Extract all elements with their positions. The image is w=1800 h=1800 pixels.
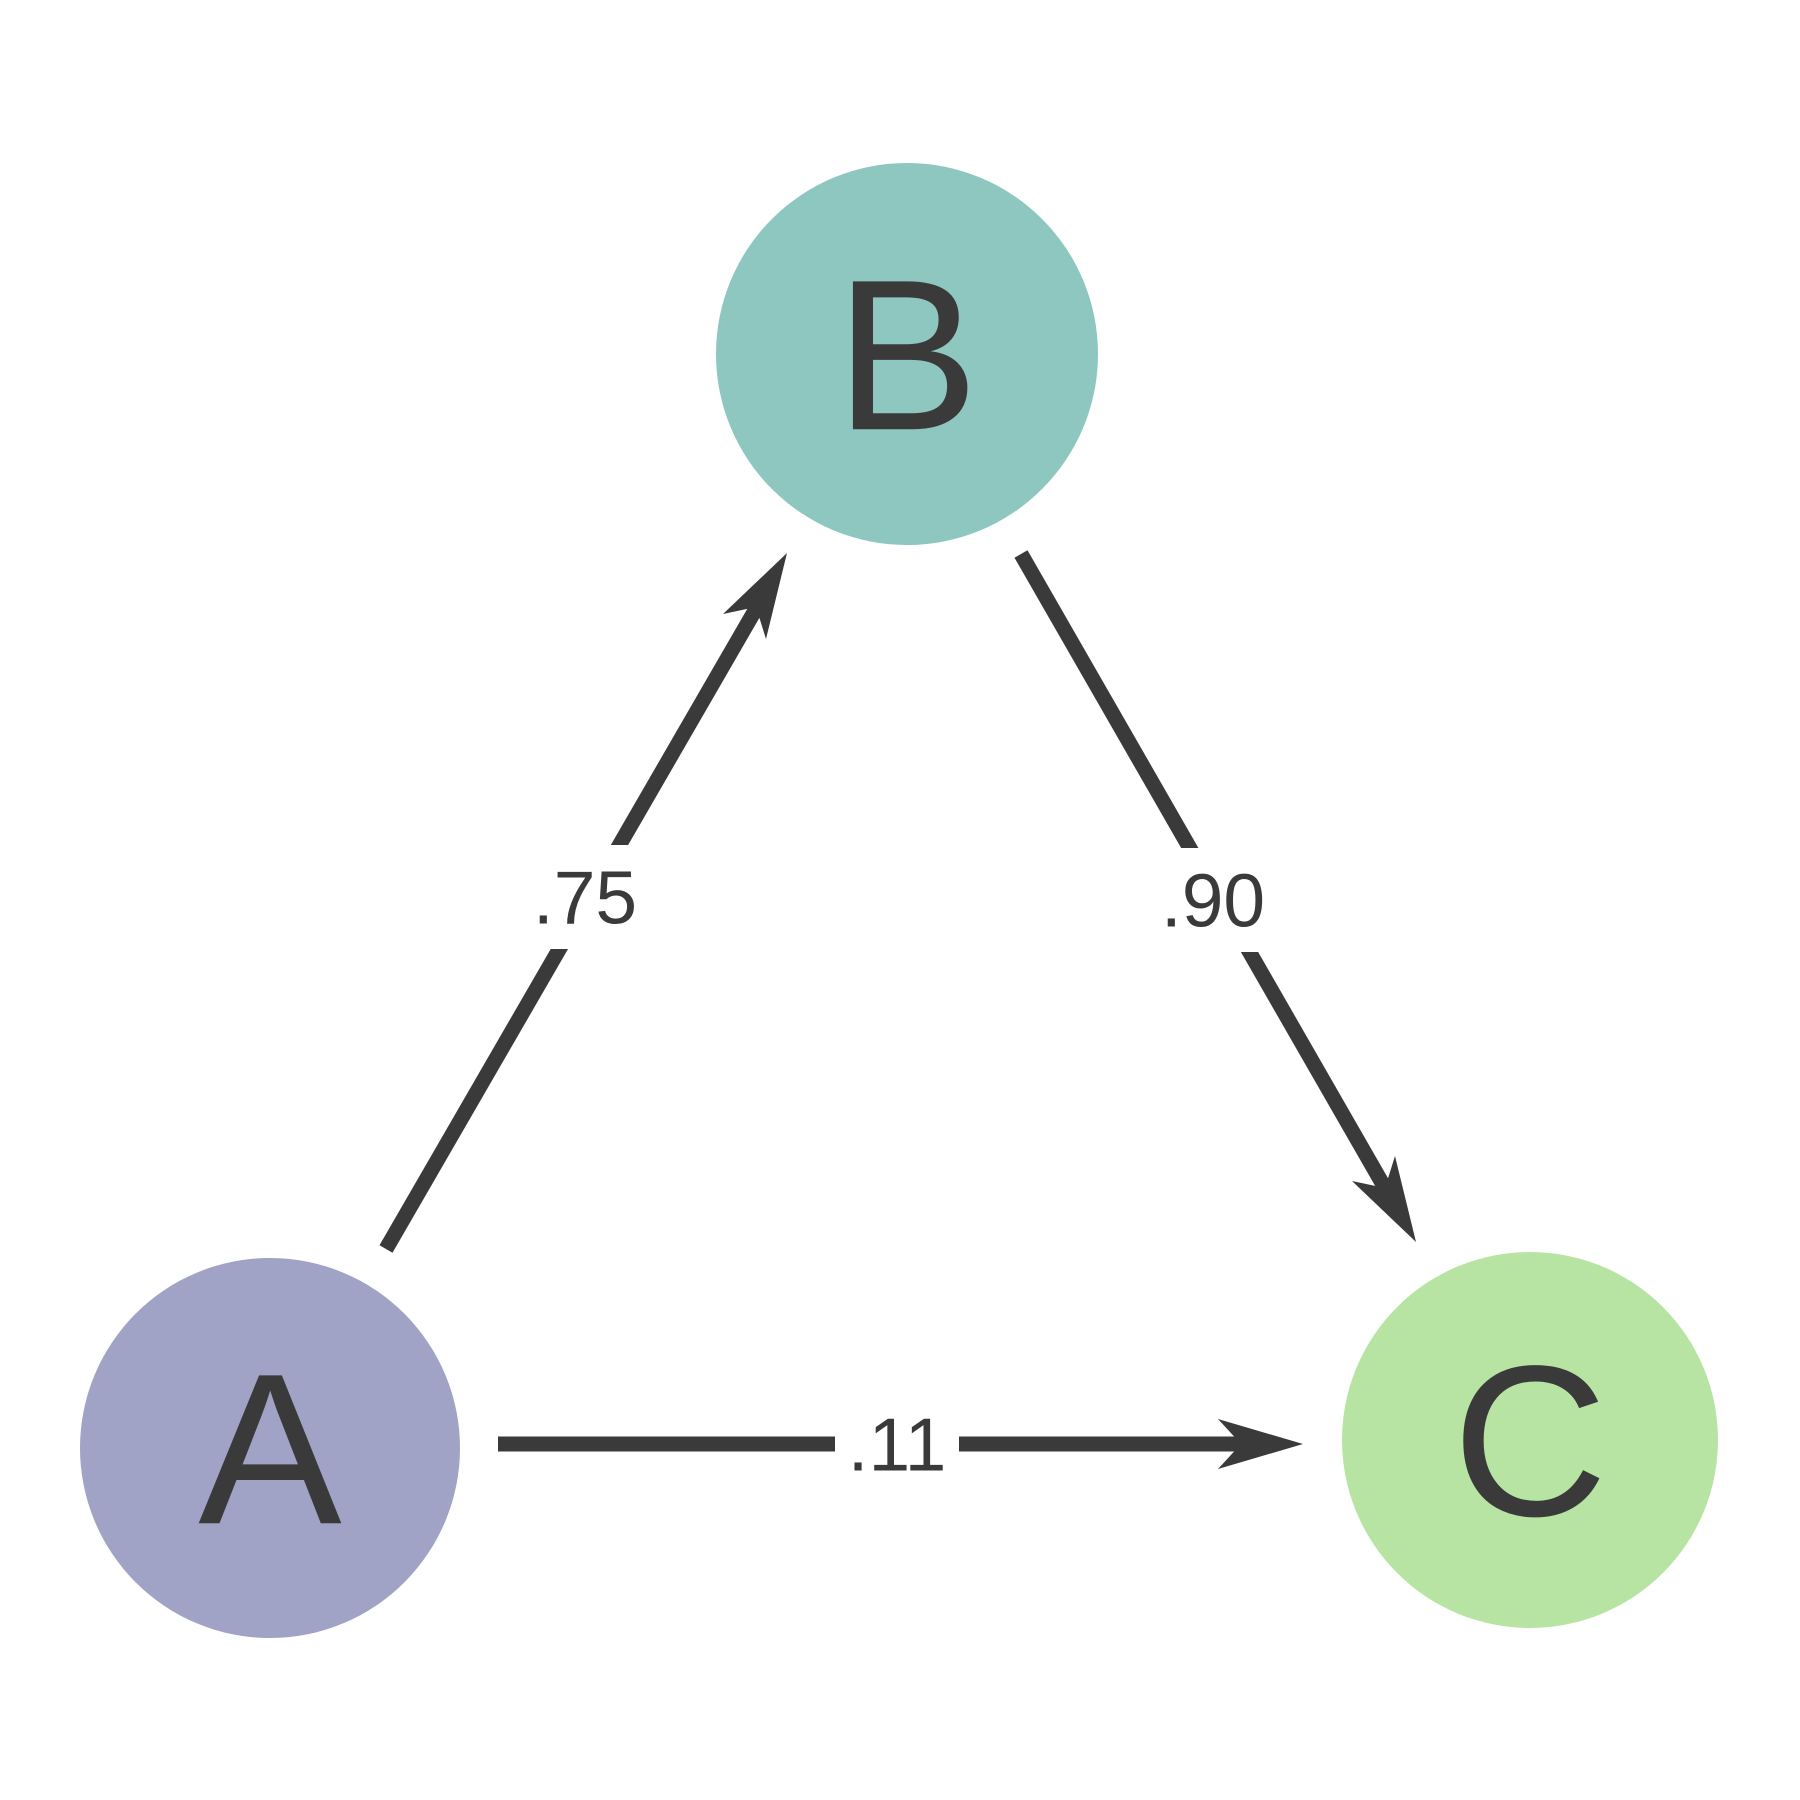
edge-a-to-b: .75 [379, 553, 787, 1253]
node-b-label: B [835, 234, 978, 475]
edge-a-to-b-weight-label: .75 [533, 855, 637, 939]
edge-a-to-c-arrowhead-icon [1218, 1419, 1303, 1469]
node-b: B [716, 163, 1098, 545]
edge-b-to-c-label-background [1146, 848, 1280, 952]
node-a: A [80, 1258, 460, 1638]
edge-a-to-c-weight-label: .11 [848, 1402, 947, 1486]
edge-b-to-c: .90 [1014, 550, 1416, 1242]
edge-a-to-c-label-background [835, 1398, 959, 1490]
node-b-circle [716, 163, 1098, 545]
node-a-circle [80, 1258, 460, 1638]
node-c-circle [1342, 1252, 1718, 1628]
edge-b-to-c-arrowhead-icon [1352, 1156, 1416, 1242]
node-a-label: A [198, 1328, 341, 1569]
edge-a-to-c: .11 [498, 1398, 1303, 1490]
node-c: C [1342, 1252, 1718, 1628]
edge-a-to-b-label-background [518, 845, 652, 949]
edge-a-to-b-arrowhead-icon [723, 553, 787, 639]
node-c-label: C [1452, 1320, 1607, 1561]
edge-b-to-c-weight-label: .90 [1161, 858, 1265, 942]
